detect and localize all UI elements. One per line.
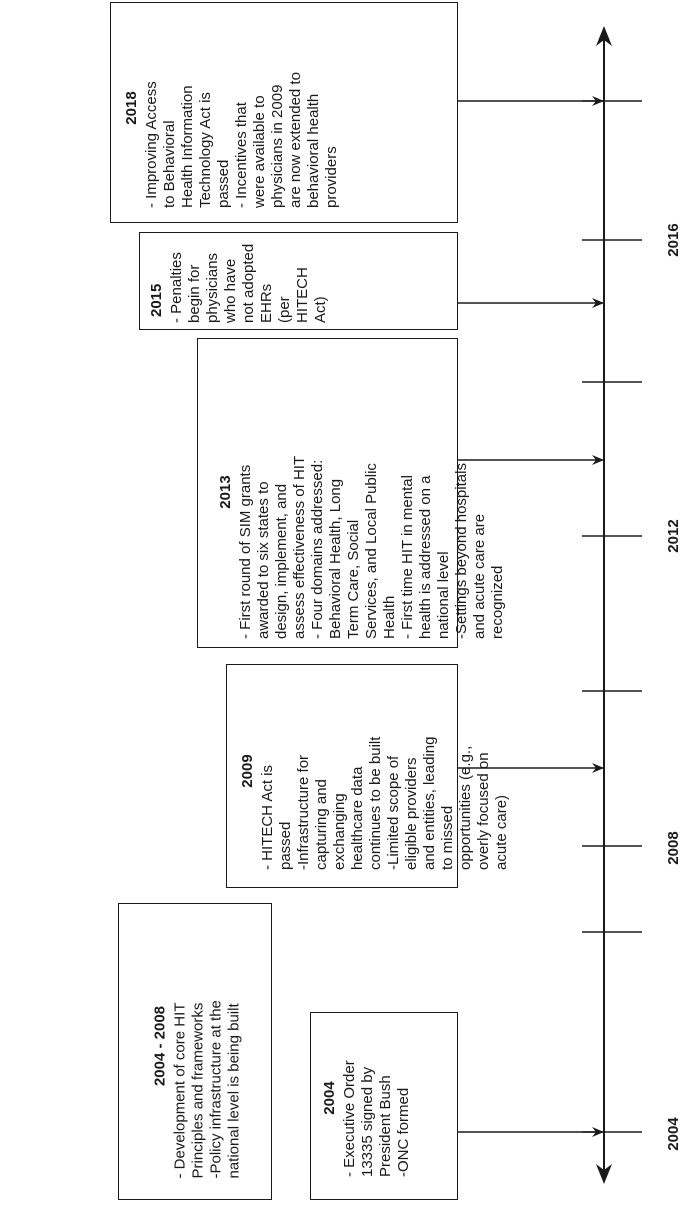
event-line: Services, and Local Public (363, 463, 380, 639)
event-line: and acute care are (471, 513, 488, 639)
event-box-2004-2008: 2004 - 2008 - Development of core HIT Pr… (118, 903, 272, 1200)
year-label-2004: 2004 (665, 1117, 682, 1151)
event-content-2004-2008: 2004 - 2008 - Development of core HIT Pr… (120, 908, 268, 1193)
event-line: passed (277, 821, 294, 870)
event-line: Behavioral Health, Long (327, 478, 344, 639)
event-line: acute care) (493, 794, 510, 870)
event-line: - Four domains addressed: (309, 459, 326, 639)
event-line: exchanging (331, 793, 348, 870)
event-line: - Incentives that (233, 102, 250, 208)
axis-arrow-bottom (596, 1164, 612, 1184)
event-title: 2015 (148, 283, 165, 317)
event-content-2015: 2015 - Penalties begin for physicians wh… (142, 235, 458, 329)
year-label-2012: 2012 (665, 519, 682, 553)
axis-arrow-top (596, 26, 612, 46)
year-label-2016: 2016 (665, 223, 682, 257)
event-line: national level (435, 551, 452, 639)
event-box-2009: 2009 - HITECH Act is passed -Infrastruct… (226, 664, 510, 888)
event-line: who have (222, 258, 239, 323)
event-line: HITECH (294, 267, 311, 323)
event-line: President Bush (377, 1075, 394, 1177)
event-line: overly focused on (475, 752, 492, 870)
event-line: eligible providers (403, 757, 420, 870)
event-line: - Penalties (168, 252, 185, 323)
event-line: capturing and (313, 779, 330, 870)
event-line: continues to be built (367, 736, 384, 870)
event-line: Health Information (179, 85, 196, 208)
axis-ticks (582, 100, 642, 1133)
event-line: providers (323, 146, 340, 208)
event-line: were available to (251, 95, 268, 208)
event-line: - Improving Access (143, 81, 160, 208)
event-line: - First time HIT in mental (399, 475, 416, 639)
event-line: -Policy infrastructure at the (207, 1000, 225, 1179)
event-line: to missed (439, 805, 456, 870)
event-line: Health (381, 595, 398, 639)
event-line: to Behavioral (161, 120, 178, 208)
event-line: assess effectiveness of HIT (291, 455, 308, 639)
event-line: behavioral health (305, 93, 322, 208)
event-content-2004: 2004 - Executive Order 13335 signed by P… (313, 1015, 453, 1195)
event-line: design, implement, and (273, 483, 290, 639)
event-title: 2004 (321, 1081, 338, 1115)
event-line: Principles and frameworks (189, 1002, 207, 1179)
event-line: national level is being built (225, 1003, 243, 1179)
event-box-2015: 2015 - Penalties begin for physicians wh… (139, 232, 458, 330)
event-line: awarded to six states to (255, 481, 272, 639)
event-line: physicians in 2009 (269, 84, 286, 208)
event-line: -ONC formed (395, 1087, 412, 1177)
event-line: healthcare data (349, 766, 366, 870)
event-line: Technology Act is (197, 92, 214, 208)
event-line: recognized (489, 565, 506, 639)
event-line: (per (276, 296, 293, 323)
event-title: 2013 (217, 475, 234, 509)
event-line: -Infrastructure for (295, 754, 312, 870)
event-line: opportunities (e.g., (457, 745, 474, 870)
event-line: are now extended to (287, 72, 304, 208)
event-box-2013: 2013 - First round of SIM grants awarded… (197, 338, 506, 648)
event-line: health is addressed on a (417, 475, 434, 639)
event-line: - HITECH Act is (259, 764, 276, 870)
event-line: 13335 signed by (359, 1066, 376, 1177)
event-line: - First round of SIM grants (237, 464, 254, 639)
event-line: begin for (186, 264, 203, 323)
event-title: 2004 - 2008 (151, 1005, 169, 1087)
event-content-2009: 2009 - HITECH Act is passed -Infrastruct… (229, 668, 510, 886)
event-title: 2018 (123, 91, 140, 125)
year-label-2008: 2008 (665, 831, 682, 865)
event-box-2018: 2018 - Improving Access to Behavioral He… (110, 2, 458, 223)
event-line: and entities, leading (421, 736, 438, 870)
event-line: - Executive Order (341, 1060, 358, 1177)
event-content-2018: 2018 - Improving Access to Behavioral He… (113, 4, 457, 222)
event-content-2013: 2013 - First round of SIM grants awarded… (199, 341, 506, 647)
event-line: -Settings beyond hospitals (453, 463, 470, 639)
event-line: Act) (312, 296, 329, 323)
event-line: -Limited scope of (385, 755, 402, 870)
event-line: - Development of core HIT (171, 1002, 189, 1179)
event-line: EHRs (258, 283, 275, 323)
event-line: physicians (204, 252, 221, 323)
event-connectors (458, 96, 604, 1137)
event-line: not adopted (240, 243, 257, 323)
event-title: 2009 (239, 754, 256, 788)
event-box-2004: 2004 - Executive Order 13335 signed by P… (310, 1012, 458, 1200)
event-line: passed (215, 159, 232, 208)
event-line: Term Care, Social (345, 519, 362, 639)
